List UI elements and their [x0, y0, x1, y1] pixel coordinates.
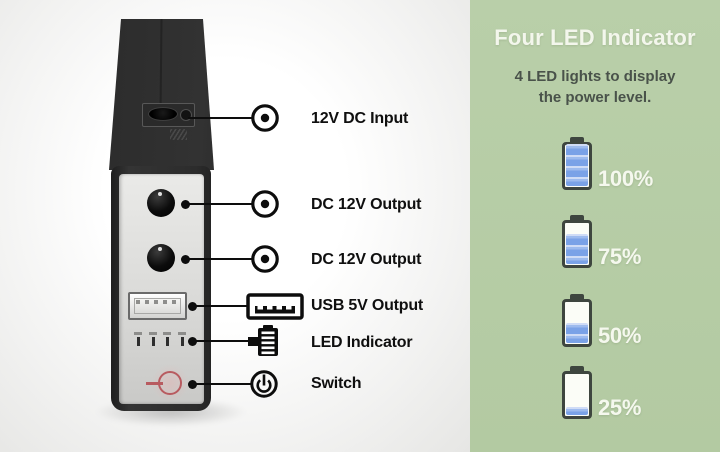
led-indicator-3 [163, 332, 171, 348]
dc-barrel-icon [250, 244, 280, 274]
leader-line-dc-input [188, 116, 252, 119]
leader-line-dc-output-1 [185, 202, 252, 205]
dc-barrel-icon [250, 189, 280, 219]
battery-level-icon [247, 325, 283, 357]
panel-subtitle-line1: 4 LED lights to display [514, 68, 676, 85]
leader-line-switch [192, 382, 251, 385]
usb-port-pins [136, 300, 180, 304]
top-vent-slot [148, 107, 178, 121]
led-indicator-2 [149, 332, 157, 348]
panel-subtitle: 4 LED lights to display the power level. [470, 66, 720, 108]
led-indicator-4 [178, 332, 186, 348]
callout-label-switch: Switch [311, 375, 362, 392]
usb-port [128, 292, 187, 320]
dc-output-jack-2 [147, 244, 175, 272]
callout-label-dc-output-1: DC 12V Output [311, 196, 422, 213]
usb-port-icon [246, 293, 304, 320]
dc-input-port [180, 109, 192, 121]
battery-percent-100: 100% [598, 166, 654, 191]
dc-output-jack-1 [147, 189, 175, 217]
brand-logo [170, 129, 187, 140]
leader-line-led [192, 339, 250, 342]
leader-dot [180, 254, 190, 264]
leader-line-usb [192, 304, 248, 307]
power-icon [249, 369, 279, 399]
power-button-dash [146, 381, 163, 385]
panel-subtitle-line2: the power level. [538, 89, 652, 106]
battery-percent-75: 75% [598, 244, 642, 269]
led-indicator-panel: Four LED Indicator 4 LED lights to displ… [470, 0, 720, 452]
device-illustration-area: 12V DC Input DC 12V Output DC 12V Output… [0, 0, 470, 452]
leader-dot [180, 199, 190, 209]
dc-barrel-icon [250, 103, 280, 133]
callout-label-dc-input: 12V DC Input [311, 110, 409, 127]
leader-dot [187, 336, 197, 346]
leader-dot [187, 301, 197, 311]
callout-label-dc-output-2: DC 12V Output [311, 251, 422, 268]
callout-label-usb: USB 5V Output [311, 297, 424, 314]
leader-line-dc-output-2 [185, 257, 252, 260]
battery-percent-25: 25% [598, 395, 642, 420]
callout-label-led: LED Indicator [311, 334, 413, 351]
panel-title: Four LED Indicator [494, 25, 696, 50]
leader-dot [187, 379, 197, 389]
battery-percent-50: 50% [598, 323, 642, 348]
led-indicator-1 [134, 332, 142, 348]
